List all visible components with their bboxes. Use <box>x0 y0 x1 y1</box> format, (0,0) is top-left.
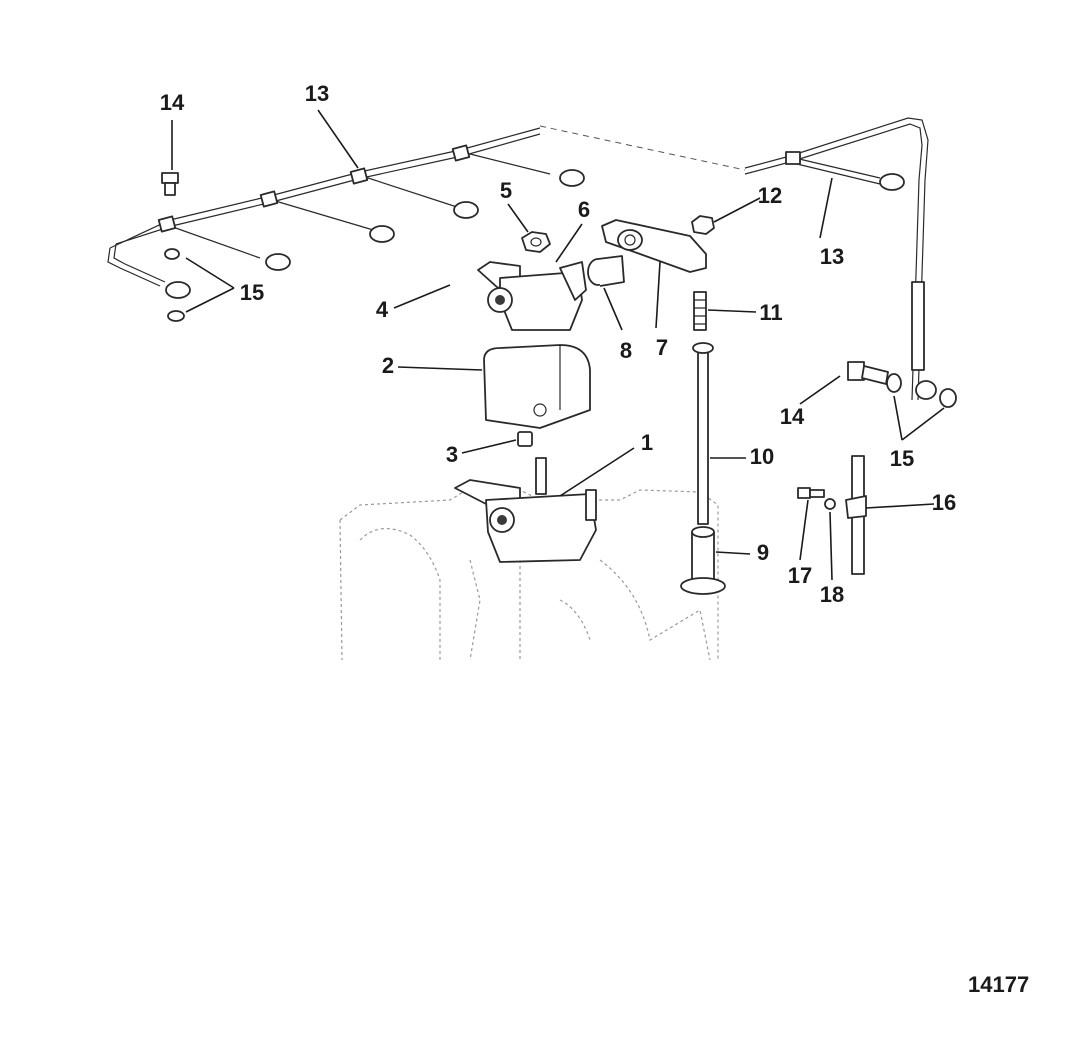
callout-17: 17 <box>788 563 812 588</box>
rocker-arm <box>601 219 707 273</box>
oil-line-right <box>744 117 937 401</box>
callout-14-right: 14 <box>780 404 805 429</box>
callout-13-right: 13 <box>820 244 844 269</box>
rocker-arm-assembly <box>477 261 587 331</box>
callout-14-left: 14 <box>160 90 185 115</box>
figure-number: 14177 <box>968 972 1030 997</box>
callout-2: 2 <box>382 353 394 378</box>
callout-16: 16 <box>932 490 956 515</box>
oil-line-manifold-left <box>107 127 585 299</box>
callout-7: 7 <box>656 335 668 360</box>
adjusting-screw <box>693 291 707 331</box>
callout-6: 6 <box>578 197 590 222</box>
callout-9: 9 <box>757 540 769 565</box>
bushing <box>587 255 625 287</box>
callout-8: 8 <box>620 338 632 363</box>
clip-and-tube <box>845 455 867 575</box>
nut <box>521 231 551 253</box>
sealing-washers-right <box>886 373 957 408</box>
callout-4: 4 <box>376 297 389 322</box>
assembly-guide-line <box>539 125 746 171</box>
callout-13-left: 13 <box>305 81 329 106</box>
callout-labels: 1 2 3 4 5 6 7 8 9 10 11 12 13 13 14 14 1… <box>160 81 956 607</box>
callout-15-left: 15 <box>240 280 264 305</box>
dowel <box>517 431 533 447</box>
callout-1: 1 <box>641 430 653 455</box>
banjo-bolt-left <box>161 172 179 196</box>
leader-lines <box>171 109 945 581</box>
push-rod <box>692 342 714 525</box>
callout-3: 3 <box>446 442 458 467</box>
clip-screw <box>797 487 825 499</box>
valve-lifter <box>680 526 726 595</box>
rocker-shaft-assembly <box>454 457 597 563</box>
adjusting-nut <box>691 215 715 235</box>
callout-10: 10 <box>750 444 774 469</box>
callout-18: 18 <box>820 582 844 607</box>
callout-15-right: 15 <box>890 446 914 471</box>
sealing-washers-left <box>164 248 185 322</box>
banjo-bolt-right <box>847 361 889 385</box>
clip-washer <box>824 498 836 510</box>
rocker-pedestal <box>483 344 591 429</box>
callout-5: 5 <box>500 178 512 203</box>
callout-11: 11 <box>759 300 782 325</box>
callout-12: 12 <box>758 183 782 208</box>
